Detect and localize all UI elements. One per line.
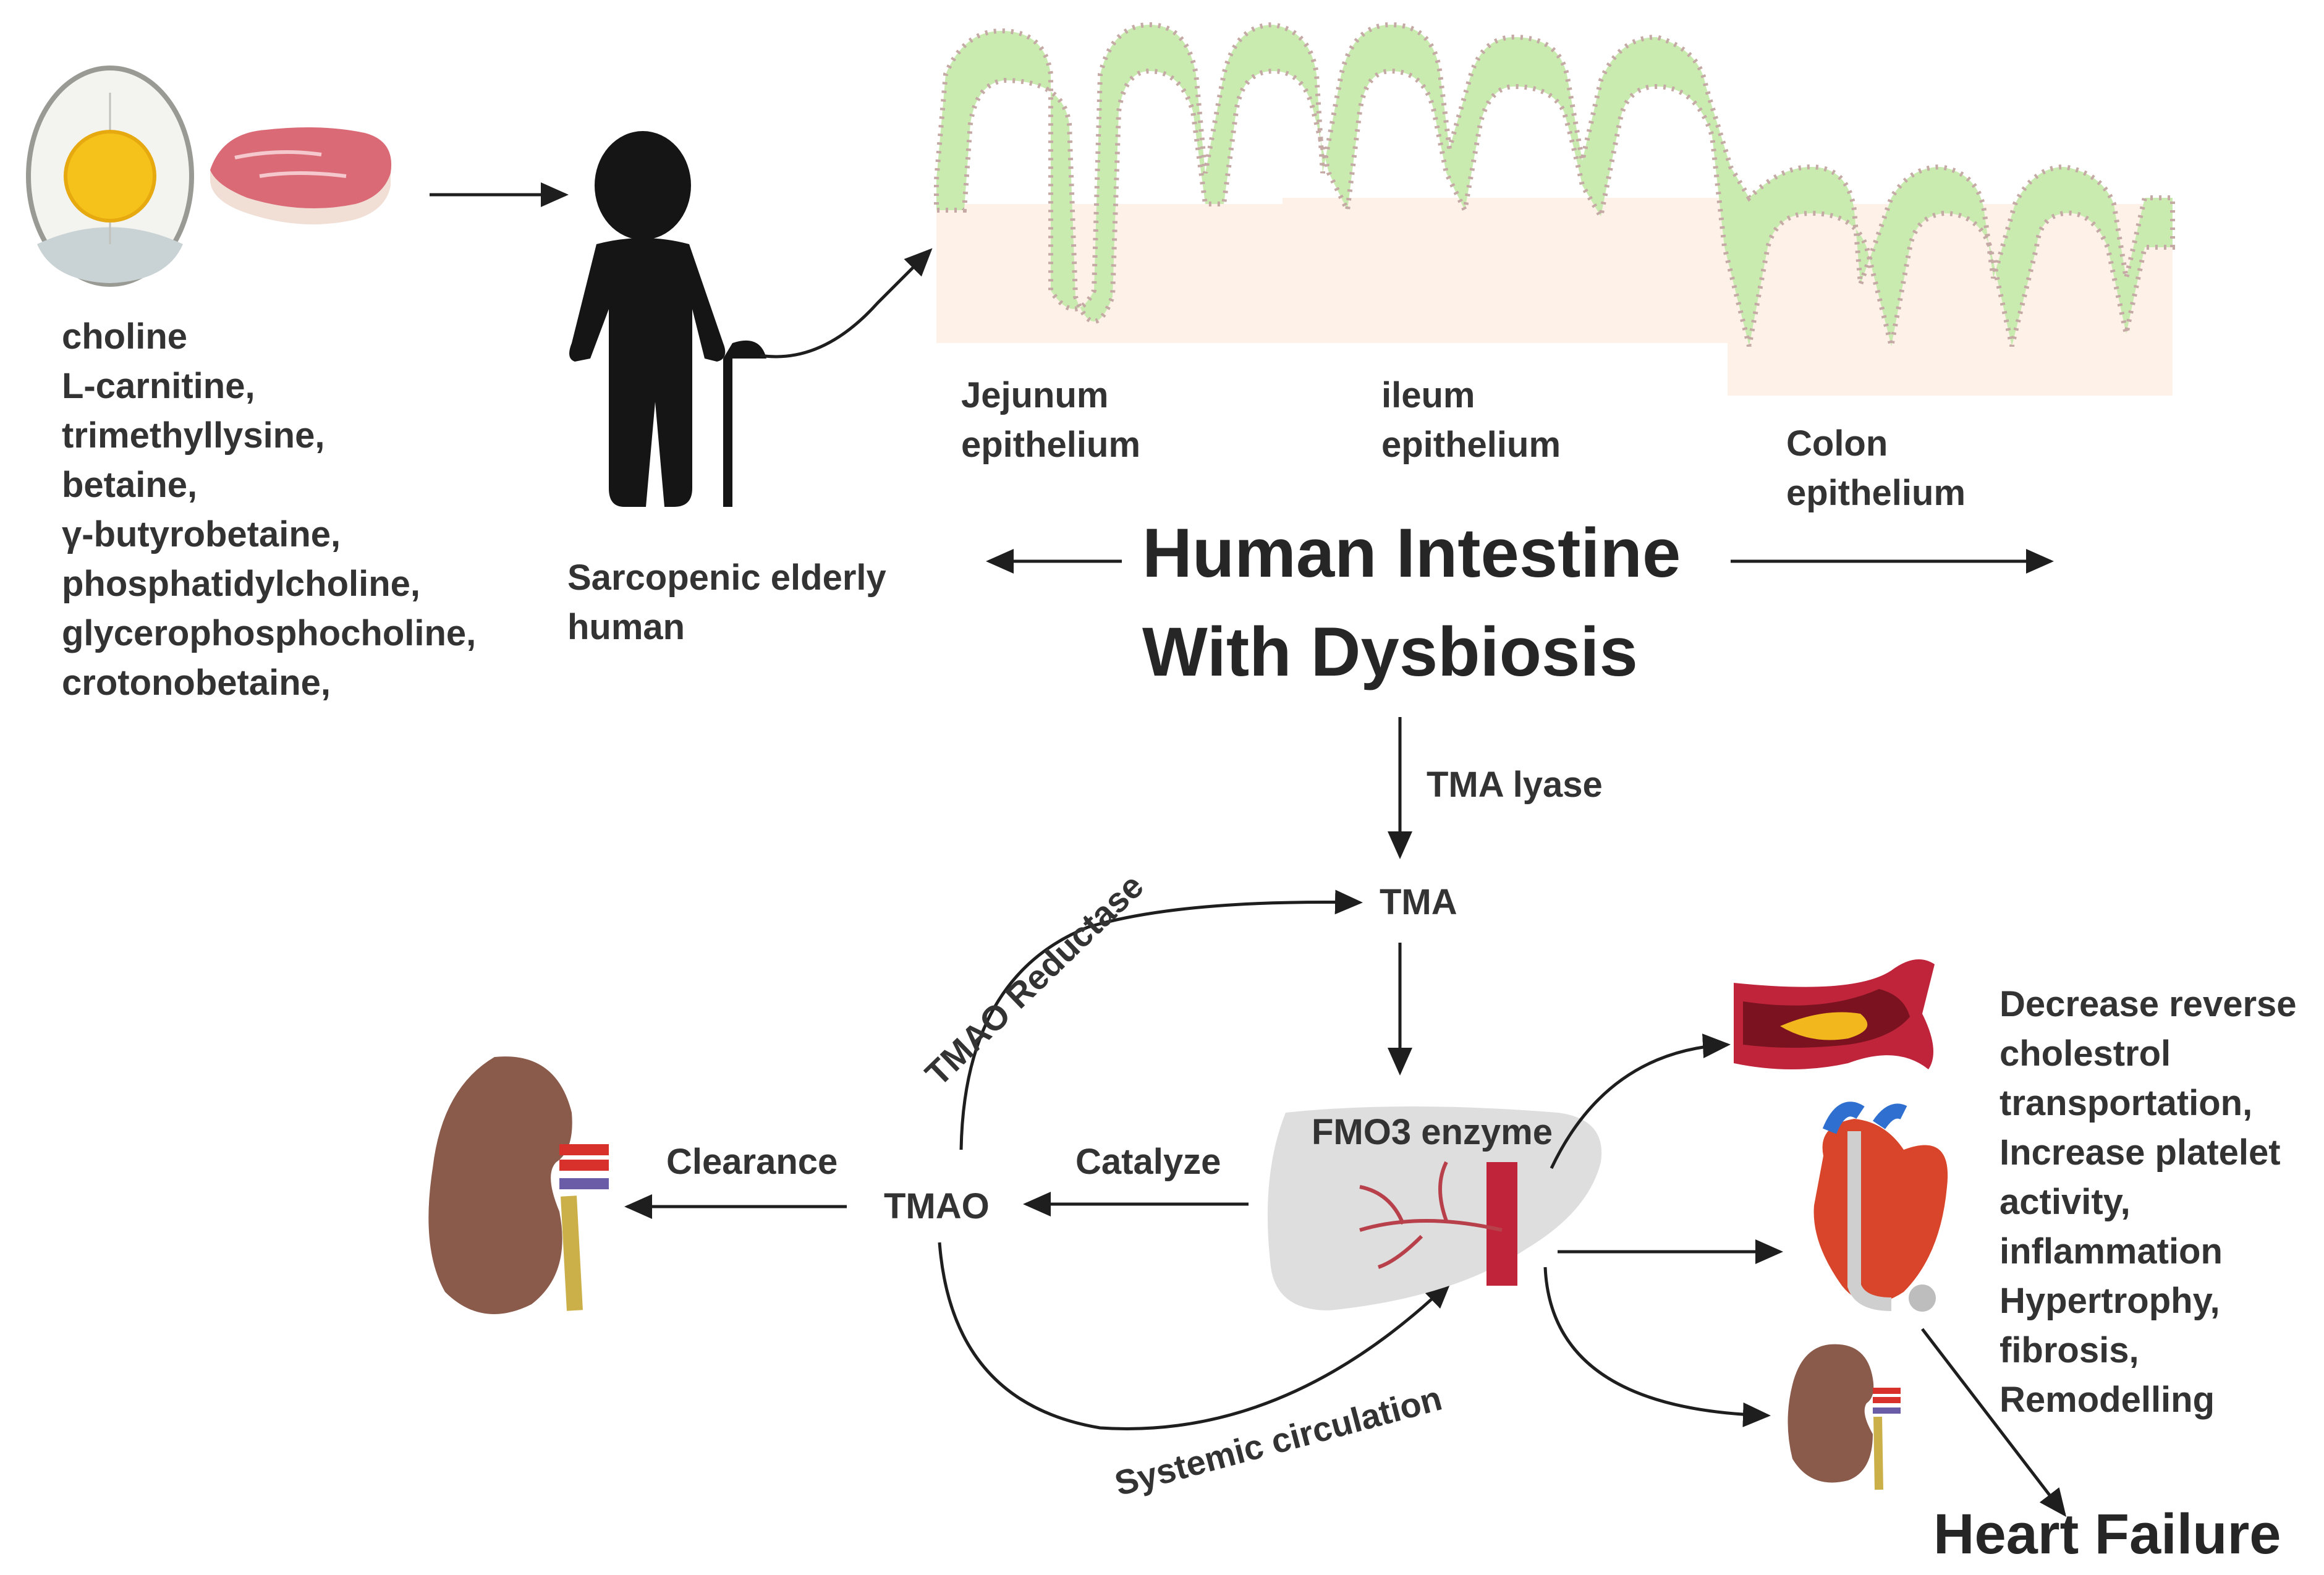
precursor-item: phosphatidylcholine, [62,564,421,604]
precursor-list: choline L-carnitine, trimethyllysine, be… [62,312,476,708]
fmo3-enzyme-label: FMO3 enzyme [1312,1112,1553,1152]
intestine-epithelium-illustration [934,22,2175,396]
heart-failure-label: Heart Failure [1933,1503,2281,1566]
tmao-reductase-label: TMAO Reductase [918,866,1151,1093]
ileum-label: ileum epithelium [1381,375,1561,465]
precursor-item: choline [62,316,188,357]
artery-plaque-icon [1734,959,1935,1069]
elderly-human-icon [569,131,766,507]
outcome-item: cholestrol [2000,1034,2171,1074]
precursor-item: crotonobetaine, [62,663,331,703]
liver-icon [1267,1106,1602,1310]
outcome-item: transportation, [2000,1083,2253,1123]
egg-icon [26,66,194,287]
outcome-item: Decrease reverse [2000,984,2297,1024]
precursor-item: L-carnitine, [62,366,255,406]
main-title: Human Intestine With Dysbiosis [1142,514,1681,690]
tma-lyase-label: TMA lyase [1427,765,1603,805]
precursor-item: γ-butyrobetaine, [62,514,341,554]
jejunum-label: Jejunum epithelium [961,375,1141,465]
tmao-label: TMAO [884,1186,990,1226]
outcome-item: activity, [2000,1182,2131,1222]
colon-label: Colon epithelium [1786,423,1966,513]
catalyze-label: Catalyze [1075,1142,1221,1182]
outcomes-list: Decrease reverse cholestrol transportati… [2000,980,2297,1425]
outcome-item: Remodelling [2000,1380,2215,1420]
precursor-item: betaine, [62,465,198,505]
host-label: Sarcopenic elderly human [567,558,886,647]
outcome-item: Hypertrophy, [2000,1281,2220,1321]
precursor-item: glycerophosphocholine, [62,613,477,653]
outcome-item: fibrosis, [2000,1330,2139,1370]
heart-icon [1813,1102,1948,1312]
outcome-item: inflammation [2000,1231,2223,1271]
kidney-small-icon [1788,1344,1901,1490]
tma-label: TMA [1380,882,1457,922]
kidney-icon [428,1056,609,1314]
precursor-item: trimethyllysine, [62,415,325,456]
clearance-label: Clearance [666,1142,838,1182]
outcome-item: Increase platelet [2000,1132,2281,1173]
meat-icon [210,127,392,224]
